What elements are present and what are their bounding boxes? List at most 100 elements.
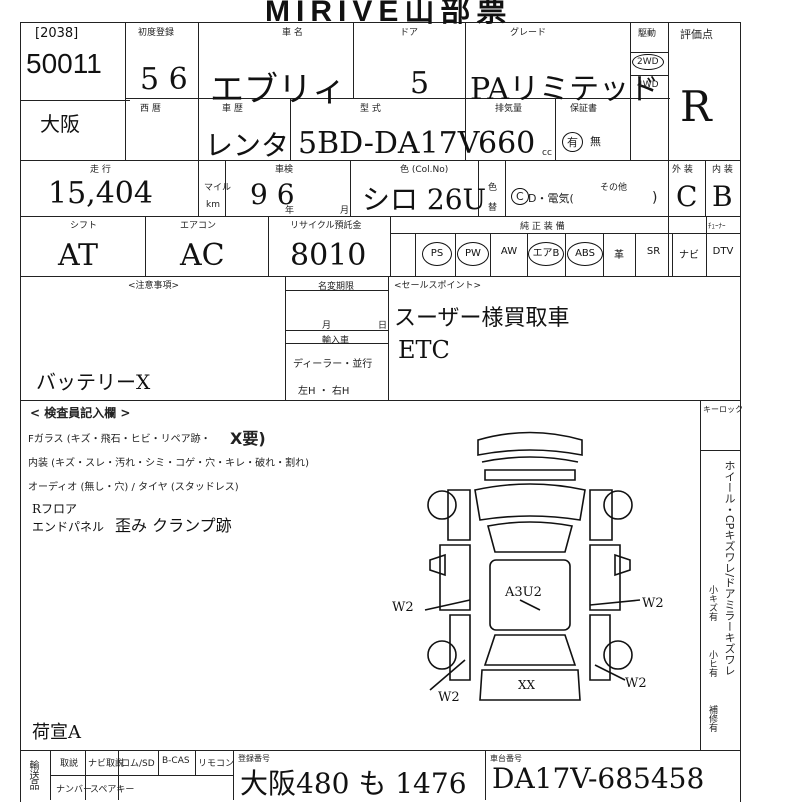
shaken-month: 月: [340, 206, 350, 216]
exterior-value: C: [676, 180, 698, 213]
rule: [233, 750, 234, 800]
sales-point-1: スーザー様買取車: [394, 306, 570, 331]
rule: [630, 75, 668, 76]
aircon-value: AC: [180, 238, 225, 273]
rule: [565, 233, 566, 276]
chassis-number-label: 車台番号: [490, 754, 522, 763]
shift-value: AT: [58, 238, 99, 273]
interior-label: 内 装: [712, 165, 733, 175]
sheet-title: MIRIVE山部票: [265, 0, 513, 28]
displacement-label: 排気量: [495, 104, 523, 114]
audio-line: オーディオ (無し・穴) / タイヤ (スタッドレス): [28, 482, 239, 493]
lot-number: 50011: [26, 48, 102, 79]
grade-label: グレード: [510, 28, 547, 38]
rule: [478, 160, 479, 216]
equipment-aw: AW: [500, 246, 518, 257]
rule: [198, 22, 199, 160]
rule: [630, 52, 668, 53]
rule: [353, 22, 354, 98]
equipment-airbag: エアB: [528, 242, 564, 266]
side-small-3: 補修有: [707, 705, 717, 732]
color-value: シロ 26U: [362, 183, 487, 216]
signature: 荷宣A: [32, 722, 81, 743]
shaken-year: 年: [285, 206, 295, 216]
rule: [705, 160, 706, 216]
color-c: C: [511, 188, 529, 205]
sales-point-label: <セールスポイント>: [394, 281, 482, 291]
shaken-value: 9 6: [250, 178, 295, 211]
warranty-no: 無: [590, 135, 601, 148]
rule: [555, 98, 556, 160]
rule: [700, 400, 701, 750]
recycle-value: 8010: [290, 238, 367, 273]
title-month: 月: [322, 321, 332, 331]
keylock-label: キーロック: [703, 405, 743, 414]
reg-number-value: 大阪480 も 1476: [240, 767, 467, 800]
side-small-2: 小ヒ有: [707, 650, 717, 677]
doors-value: 5: [410, 66, 430, 101]
mileage-km-unit: km: [206, 200, 220, 210]
rule: [268, 216, 269, 276]
border-right: [740, 22, 741, 802]
color-other: その他: [600, 183, 628, 193]
rule: [668, 22, 669, 276]
equipment-pw: PW: [457, 242, 489, 266]
rule: [118, 750, 119, 800]
rule: [198, 160, 199, 216]
side-text: ホイール・CPキズワレ/ドアミラーキズワレ: [723, 460, 736, 677]
glass-line: Fガラス (キズ・飛石・ヒビ・リペア跡・: [28, 434, 211, 445]
paren-close: ): [652, 190, 658, 206]
grade-value: PAリミテッド: [470, 72, 660, 107]
caution-label: <注意事項>: [128, 281, 180, 291]
inspector-label: < 検査員記入欄 >: [30, 406, 131, 420]
equipment-abs: ABS: [567, 242, 603, 266]
equipment-sr: SR: [646, 246, 661, 257]
diagram-note-xx: XX: [518, 678, 536, 692]
rule: [158, 750, 159, 775]
score-value: R: [680, 82, 712, 131]
footer-item-rom: ロム/SD: [121, 759, 155, 769]
rule: [505, 160, 506, 216]
rule: [125, 22, 126, 160]
color-label: 色 (Col.No): [400, 165, 449, 175]
equipment-leather: 革: [614, 250, 624, 261]
rule: [125, 98, 670, 99]
rule: [490, 233, 491, 276]
border-left: [20, 22, 21, 802]
rule: [603, 233, 604, 276]
car-name-label: 車 名: [282, 28, 303, 38]
car-name-value: エブリィ: [210, 70, 346, 110]
footer-item-remote: リモコン: [198, 759, 235, 769]
rule: [390, 216, 391, 276]
first-registration-label: 初度登録: [138, 28, 175, 38]
rule: [85, 750, 86, 800]
rule: [700, 450, 740, 451]
rule: [20, 100, 130, 101]
rule: [285, 330, 388, 331]
sales-point-2: ETC: [398, 336, 450, 364]
caution-note: バッテリーX: [36, 370, 151, 394]
vehicle-type-value: レンタ: [205, 129, 290, 162]
mileage-value: 15,404: [48, 176, 153, 211]
footer-item-manual: 取説: [60, 759, 79, 769]
rule: [20, 160, 740, 161]
reg-number-label: 登録番号: [238, 754, 270, 763]
diagram-note-w2-right: W2: [642, 596, 664, 611]
color-denso: D・電気(: [528, 192, 574, 205]
border-top: [20, 22, 740, 23]
rule: [290, 98, 291, 160]
title-day: 日: [378, 321, 388, 331]
score-label: 評価点: [680, 28, 713, 41]
mileage-label: 走 行: [90, 165, 111, 175]
exterior-label: 外 装: [672, 165, 693, 175]
rule: [285, 276, 286, 400]
diagram-note-w2-bottom-right: W2: [625, 676, 647, 691]
footer-number: ナンバー: [56, 785, 93, 795]
rule: [20, 750, 740, 751]
dealer-label: ディーラー・並行: [293, 359, 373, 370]
rule: [706, 216, 707, 276]
shaken-label: 車検: [275, 165, 294, 175]
drive-label: 駆動: [638, 29, 657, 39]
diagram-note-w2-bottom-left: W2: [438, 690, 460, 705]
